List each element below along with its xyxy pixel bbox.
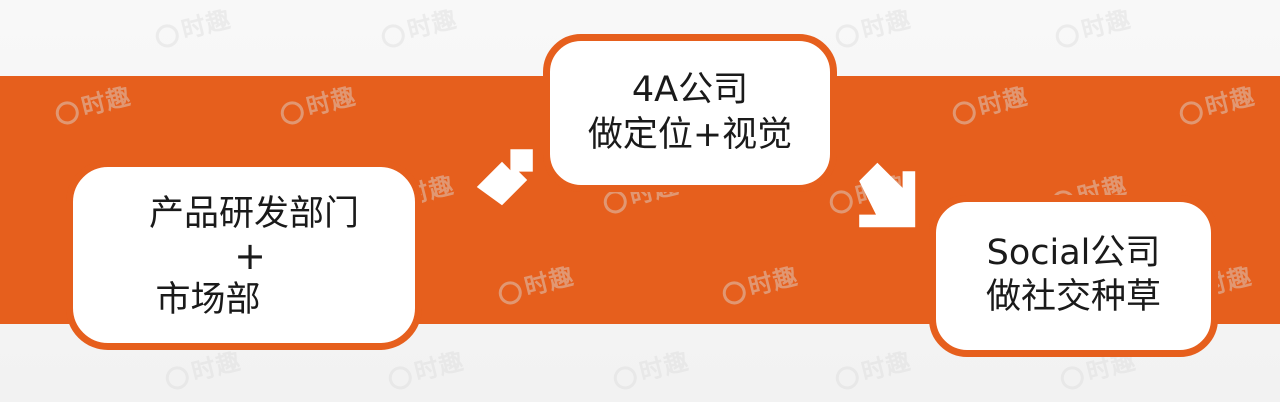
watermark-logo-icon	[386, 363, 415, 392]
watermark-text: 时趣	[411, 347, 467, 387]
stage-box-social-agency-line-1: Social公司	[986, 233, 1161, 274]
stage-box-social-agency-line-2: 做社交种草	[985, 277, 1161, 317]
watermark-text: 时趣	[858, 5, 914, 45]
stage-box-social-agency: Social公司 做社交种草	[929, 195, 1218, 357]
watermark-logo-icon	[1058, 363, 1087, 392]
watermark-logo-icon	[379, 21, 408, 50]
stage-box-product-marketing-plus: +	[234, 234, 266, 279]
watermark-text: 时趣	[188, 347, 244, 387]
watermark-21: 时趣	[831, 341, 914, 394]
watermark-text: 时趣	[858, 347, 914, 387]
watermark-text: 时趣	[636, 347, 692, 387]
watermark-2: 时趣	[377, 0, 460, 52]
watermark-logo-icon	[833, 363, 862, 392]
watermark-logo-icon	[833, 21, 862, 50]
stage-box-product-marketing-line-3: 市场部	[155, 279, 261, 320]
watermark-4: 时趣	[1051, 0, 1134, 52]
watermark-text: 时趣	[1078, 5, 1134, 45]
down-right-arrow-icon	[848, 160, 918, 230]
watermark-1: 时趣	[151, 0, 234, 52]
stage-box-product-marketing-line-1: 产品研发部门	[148, 194, 359, 235]
watermark-text: 时趣	[178, 5, 234, 45]
stage-box-4a-agency: 4A公司 做定位+视觉	[543, 34, 837, 192]
watermark-logo-icon	[611, 363, 640, 392]
up-right-arrow-icon	[467, 145, 537, 215]
stage-box-product-marketing: 产品研发部门 + 市场部	[66, 160, 422, 350]
watermark-logo-icon	[163, 363, 192, 392]
stage-box-4a-agency-line-1: 4A公司	[631, 70, 749, 111]
watermark-logo-icon	[153, 21, 182, 50]
watermark-20: 时趣	[609, 341, 692, 394]
stage-box-4a-agency-line-2: 做定位+视觉	[587, 115, 793, 155]
watermark-logo-icon	[1053, 21, 1082, 50]
watermark-3: 时趣	[831, 0, 914, 52]
watermark-19: 时趣	[384, 341, 467, 394]
watermark-text: 时趣	[404, 5, 460, 45]
